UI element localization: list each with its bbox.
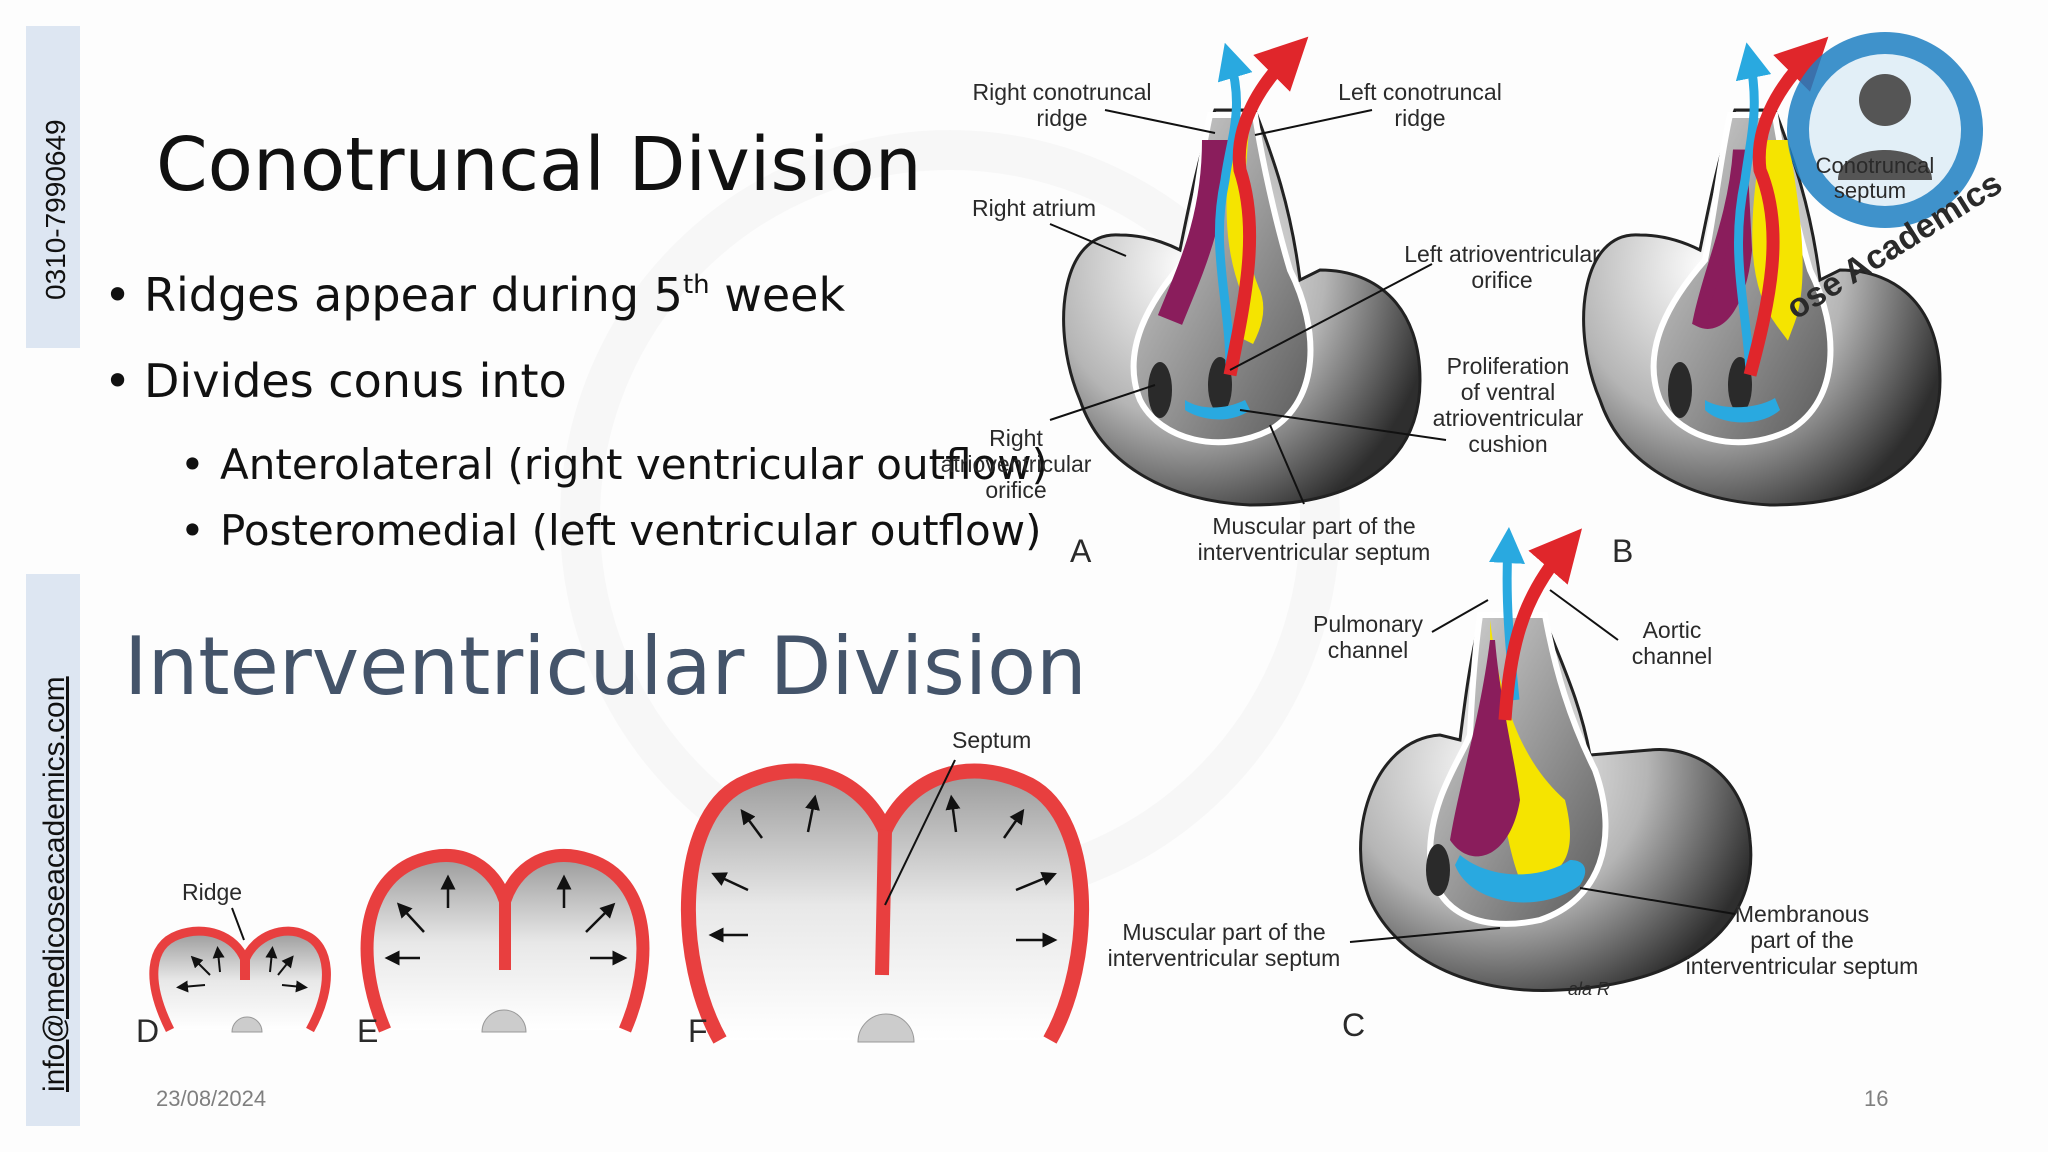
- label-left-conotruncal-2: ridge: [1394, 105, 1445, 131]
- label-prolif-1: Proliferation: [1447, 353, 1570, 379]
- panel-e: [360, 849, 650, 1033]
- label-muscular-c-2: interventricular septum: [1108, 945, 1341, 971]
- subbullet-anterolateral: Anterolateral (right ventricular outflow…: [180, 440, 1048, 506]
- bullet-list: Ridges appear during 5th week Divides co…: [104, 268, 1048, 572]
- label-conotruncal-septum-2: septum: [1834, 178, 1906, 203]
- bullet-divides: Divides conus into: [104, 354, 1048, 440]
- bullet-ridges-text: Ridges appear during 5: [144, 268, 683, 322]
- label-right-av-1: Right: [989, 425, 1043, 451]
- label-membranous-2: part of the: [1750, 927, 1854, 953]
- label-left-av-2: orifice: [1471, 267, 1532, 293]
- panel-letter-f: F: [688, 1013, 708, 1049]
- label-aortic-2: channel: [1632, 643, 1713, 669]
- label-left-av-1: Left atrioventricular: [1404, 241, 1600, 267]
- label-right-av-3: orifice: [985, 477, 1046, 503]
- panel-f: [680, 759, 1090, 1044]
- phone-tab: [26, 26, 80, 348]
- panel-letter-e: E: [357, 1013, 378, 1049]
- label-right-conotruncal-1: Right conotruncal: [973, 79, 1152, 105]
- slide-title: Conotruncal Division: [156, 122, 922, 208]
- label-aortic-1: Aortic: [1643, 617, 1702, 643]
- panel-a-labels: Right conotruncal ridge Left conotruncal…: [941, 79, 1601, 565]
- panel-c-heart: [1359, 527, 1753, 993]
- label-ridge: Ridge: [182, 879, 242, 905]
- panel-letter-d: D: [136, 1013, 159, 1049]
- artist-signature: ala R: [1568, 979, 1610, 999]
- label-membranous-3: interventricular septum: [1686, 953, 1919, 979]
- label-right-av-2: atrioventricular: [941, 451, 1092, 477]
- subbullet-posteromedial: Posteromedial (left ventricular outflow): [180, 506, 1048, 572]
- panel-c-labels: Pulmonary channel Aortic channel Muscula…: [1108, 589, 1919, 979]
- bullet-ridges: Ridges appear during 5th week: [104, 268, 1048, 354]
- label-prolif-3: atrioventricular: [1433, 405, 1584, 431]
- bullet-ridges-sup: th: [682, 270, 710, 300]
- label-right-atrium: Right atrium: [972, 195, 1096, 221]
- label-right-conotruncal-2: ridge: [1036, 105, 1087, 131]
- slide-date: 23/08/2024: [156, 1086, 267, 1111]
- label-muscular-a-2: interventricular septum: [1198, 539, 1431, 565]
- panel-b-heart: [1582, 36, 1942, 507]
- page-number: 16: [1864, 1086, 1889, 1111]
- email-tab: [26, 574, 80, 1126]
- label-pulmonary-2: channel: [1328, 637, 1409, 663]
- label-prolif-2: of ventral: [1461, 379, 1556, 405]
- label-conotruncal-septum-1: Conotruncal: [1816, 153, 1935, 178]
- label-septum: Septum: [952, 727, 1031, 753]
- panel-a-heart: [1062, 36, 1422, 507]
- label-muscular-a-1: Muscular part of the: [1212, 513, 1415, 539]
- label-membranous-1: Membranous: [1735, 901, 1869, 927]
- section-title: Interventricular Division: [124, 620, 1087, 713]
- label-prolif-4: cushion: [1468, 431, 1547, 457]
- panel-letter-a: A: [1070, 533, 1092, 569]
- panel-letter-c: C: [1342, 1007, 1365, 1043]
- bullet-ridges-tail: week: [709, 268, 846, 322]
- label-pulmonary-1: Pulmonary: [1313, 611, 1423, 637]
- panel-letter-b: B: [1612, 533, 1633, 569]
- panel-d: [149, 907, 331, 1033]
- label-muscular-c-1: Muscular part of the: [1122, 919, 1325, 945]
- label-left-conotruncal-1: Left conotruncal: [1338, 79, 1502, 105]
